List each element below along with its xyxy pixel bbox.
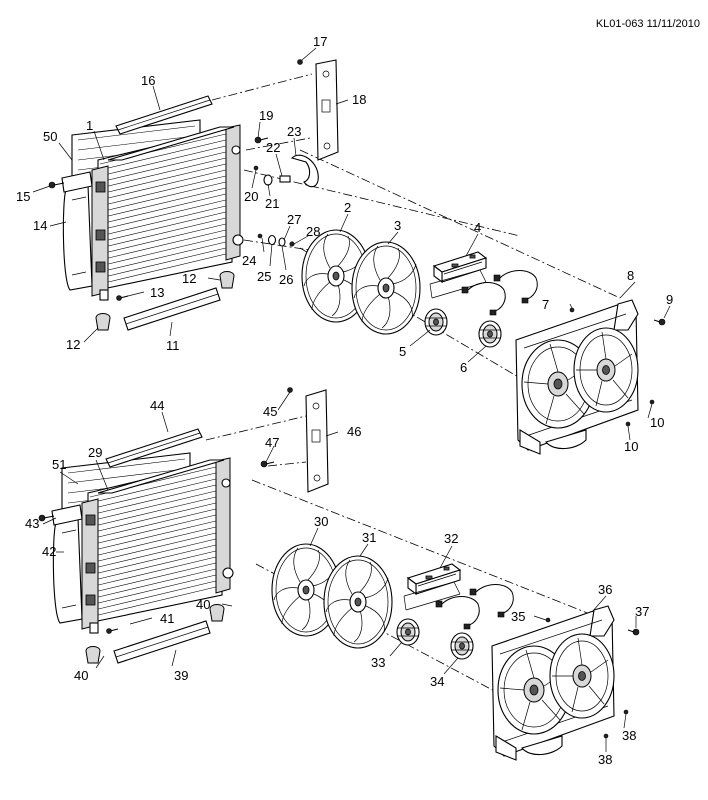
callout-38-b: 38	[598, 752, 612, 767]
bottom-assembly	[38, 387, 640, 761]
callout-43: 43	[25, 516, 39, 531]
callout-15: 15	[16, 189, 30, 204]
callout-24: 24	[242, 253, 256, 268]
callout-12-b: 12	[66, 337, 80, 352]
callout-2: 2	[344, 200, 351, 215]
callout-28: 28	[306, 224, 320, 239]
callout-47: 47	[265, 435, 279, 450]
callout-31: 31	[362, 530, 376, 545]
callout-11: 11	[166, 338, 180, 353]
callout-26: 26	[279, 272, 293, 287]
reference-label: KL01-063 11/11/2010	[596, 18, 700, 30]
callout-20: 20	[244, 189, 258, 204]
callout-40-a: 40	[196, 597, 210, 612]
mounting-bracket-46	[305, 389, 329, 493]
callout-37: 37	[635, 604, 649, 619]
callout-9: 9	[666, 292, 673, 307]
callout-7: 7	[542, 297, 549, 312]
callout-32: 32	[444, 531, 458, 546]
callout-18: 18	[352, 92, 366, 107]
callout-10-b: 10	[624, 439, 638, 454]
callout-40-b: 40	[74, 668, 88, 683]
callout-14: 14	[33, 218, 47, 233]
callout-45: 45	[263, 404, 277, 419]
callout-25: 25	[257, 269, 271, 284]
callout-19: 19	[259, 108, 273, 123]
callout-8: 8	[627, 268, 634, 283]
top-assembly	[48, 59, 666, 455]
callout-12-a: 12	[182, 271, 196, 286]
callout-1: 1	[86, 118, 93, 133]
callout-39: 39	[174, 668, 188, 683]
callout-51: 51	[52, 457, 66, 472]
callout-46: 46	[347, 424, 361, 439]
callout-21: 21	[265, 196, 279, 211]
callout-27: 27	[287, 212, 301, 227]
callout-16: 16	[141, 73, 155, 88]
callouts: 1 2 3 4 5 6 7 8 9 10 10 11 12 12 13 14 1…	[16, 34, 673, 767]
callout-36: 36	[598, 582, 612, 597]
callout-35: 35	[511, 609, 525, 624]
callout-22: 22	[266, 140, 280, 155]
callout-42: 42	[42, 544, 56, 559]
callout-6: 6	[460, 360, 467, 375]
callout-41: 41	[160, 611, 174, 626]
callout-33: 33	[371, 655, 385, 670]
callout-13: 13	[150, 285, 164, 300]
callout-30: 30	[314, 514, 328, 529]
callout-5: 5	[399, 344, 406, 359]
callout-29: 29	[88, 445, 102, 460]
callout-44: 44	[150, 398, 164, 413]
callout-23: 23	[287, 124, 301, 139]
callout-3: 3	[394, 218, 401, 233]
callout-50: 50	[43, 129, 57, 144]
callout-10-a: 10	[650, 415, 664, 430]
mounting-bracket-18	[315, 59, 339, 161]
callout-38-a: 38	[622, 728, 636, 743]
callout-17: 17	[313, 34, 327, 49]
callout-4: 4	[474, 220, 481, 235]
callout-34: 34	[430, 674, 444, 689]
leader-lines	[32, 47, 671, 752]
